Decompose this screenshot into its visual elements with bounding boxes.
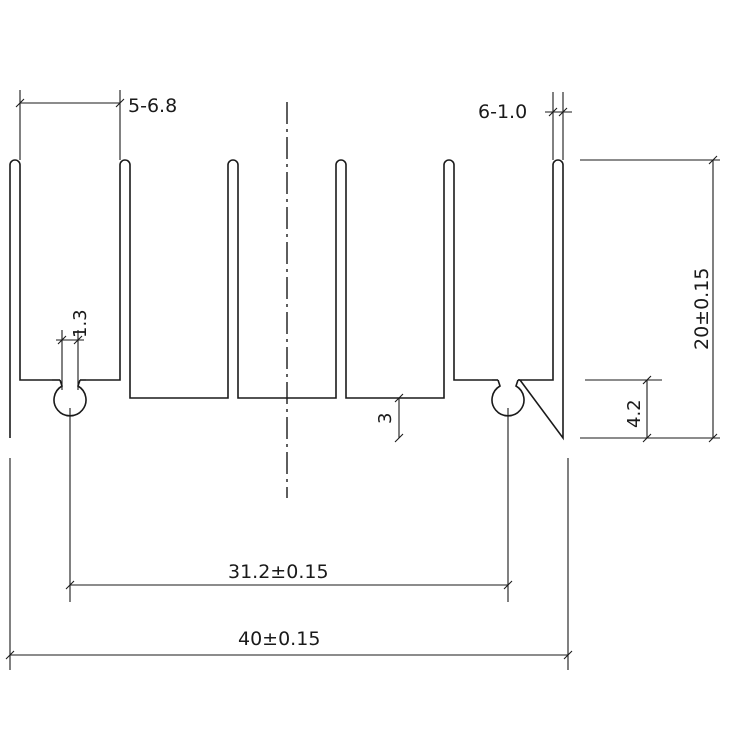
total-width-label: 40±0.15: [238, 628, 320, 650]
hole-spacing-label: 31.2±0.15: [228, 561, 329, 583]
groove-width-label: 1.3: [70, 309, 91, 338]
fin-thickness-label: 6-1.0: [478, 101, 527, 123]
total-height-label: 20±0.15: [691, 268, 713, 350]
base-thickness-label: 3: [375, 413, 396, 424]
groove-height-label: 4.2: [624, 399, 645, 428]
fin-pitch-label: 5-6.8: [128, 95, 177, 117]
